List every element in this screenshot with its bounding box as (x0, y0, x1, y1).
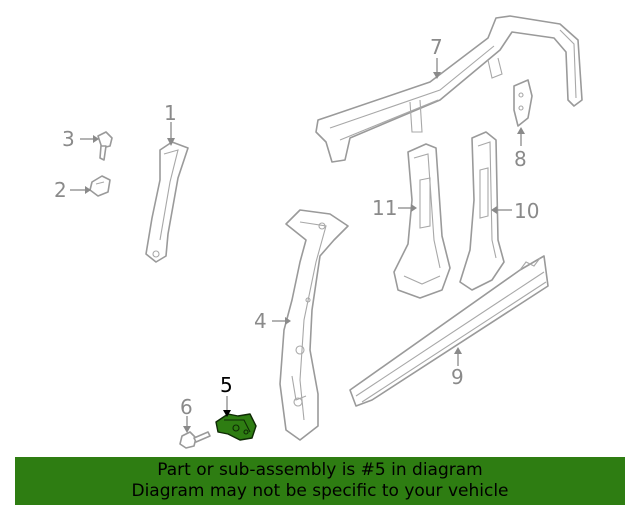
callout-1: 1 (164, 101, 177, 125)
part-2-clip[interactable] (89, 175, 111, 197)
part-3-bolt[interactable] (97, 131, 113, 161)
banner-line-1: Part or sub-assembly is #5 in diagram (157, 460, 483, 480)
callout-7: 7 (430, 35, 443, 59)
leader-lines (70, 58, 525, 433)
part-7-roof-rail[interactable] (315, 15, 583, 163)
part-10-b-pillar-outer[interactable] (459, 131, 505, 291)
parts-diagram: 1 3 2 4 5 6 7 8 9 10 11 (54, 15, 583, 449)
callout-10: 10 (514, 199, 539, 223)
callout-11: 11 (372, 196, 397, 220)
callout-2: 2 (54, 178, 67, 202)
callout-6: 6 (180, 395, 193, 419)
callout-3: 3 (62, 127, 75, 151)
part-4-hinge-pillar[interactable] (279, 209, 349, 441)
part-8-bracket[interactable] (513, 79, 533, 127)
fitment-banner: Part or sub-assembly is #5 in diagram Di… (15, 457, 625, 505)
part-6-bolt[interactable] (179, 431, 211, 449)
callout-9: 9 (451, 365, 464, 389)
part-11-b-pillar[interactable] (393, 143, 451, 299)
callout-5: 5 (220, 373, 233, 397)
callout-8: 8 (514, 147, 527, 171)
callout-4: 4 (254, 309, 267, 333)
part-1-pillar-trim[interactable] (145, 141, 189, 263)
banner-line-2: Diagram may not be specific to your vehi… (131, 481, 509, 501)
part-9-rocker-panel[interactable] (349, 255, 549, 407)
part-5-bracket-highlighted[interactable] (215, 413, 257, 441)
callout-labels: 1 3 2 4 5 6 7 8 9 10 11 (54, 35, 539, 419)
